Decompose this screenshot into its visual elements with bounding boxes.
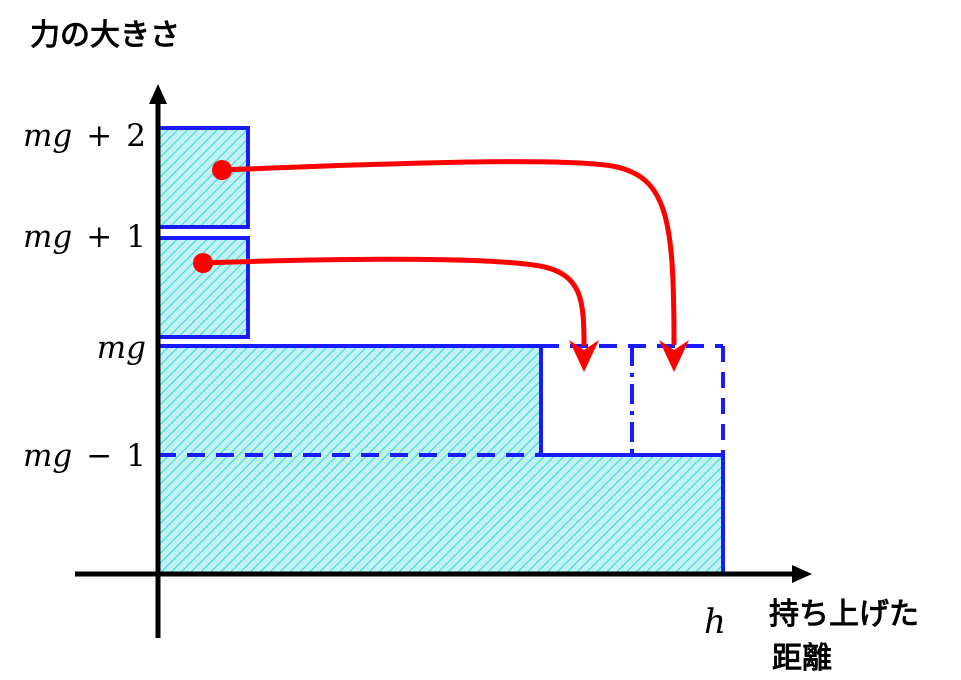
y-tick-op: + — [86, 219, 112, 255]
y-tick-num: 1 — [126, 438, 146, 474]
region-mg-plus-2 — [158, 128, 248, 227]
arrow-dot-upper — [212, 160, 232, 180]
y-tick-labels: mg + 2 mg + 1 mg mg − 1 — [23, 118, 146, 474]
y-tick-var: mg — [23, 438, 72, 474]
region-mg — [158, 346, 541, 455]
y-tick-op: + — [86, 118, 112, 154]
arrowhead-upper — [659, 340, 689, 372]
y-tick-num: 2 — [126, 118, 146, 154]
axes — [75, 84, 812, 638]
y-axis-arrowhead — [149, 84, 167, 104]
red-arrows — [193, 159, 689, 372]
arrowhead-lower — [569, 340, 599, 372]
y-tick-mg-plus-1: mg + 1 — [23, 219, 146, 255]
y-tick-mg-minus-1: mg − 1 — [23, 438, 146, 474]
x-tick-h: h — [704, 602, 726, 642]
outline-second-block — [158, 236, 250, 339]
arrow-dot-lower — [193, 253, 213, 273]
y-tick-mg: mg — [97, 330, 146, 366]
hatched-regions — [158, 128, 723, 574]
arrow-path-lower — [202, 256, 587, 347]
blue-outlines — [158, 126, 725, 574]
x-axis-label-line1: 持ち上げた — [769, 597, 919, 632]
arrow-path-upper — [221, 159, 677, 346]
y-axis-title: 力の大きさ — [30, 18, 180, 53]
x-axis-label-line2: 距離 — [772, 641, 832, 676]
outline-top-block — [158, 126, 250, 229]
y-tick-var: mg — [97, 330, 146, 366]
y-tick-num: 1 — [126, 219, 146, 255]
y-tick-mg-plus-2: mg + 2 — [23, 118, 146, 154]
region-mg-minus-1 — [158, 455, 723, 574]
region-mg-plus-1 — [158, 238, 248, 337]
y-tick-var: mg — [23, 219, 72, 255]
y-tick-op: − — [86, 438, 112, 474]
y-tick-var: mg — [23, 118, 72, 154]
x-axis-arrowhead — [792, 565, 812, 583]
